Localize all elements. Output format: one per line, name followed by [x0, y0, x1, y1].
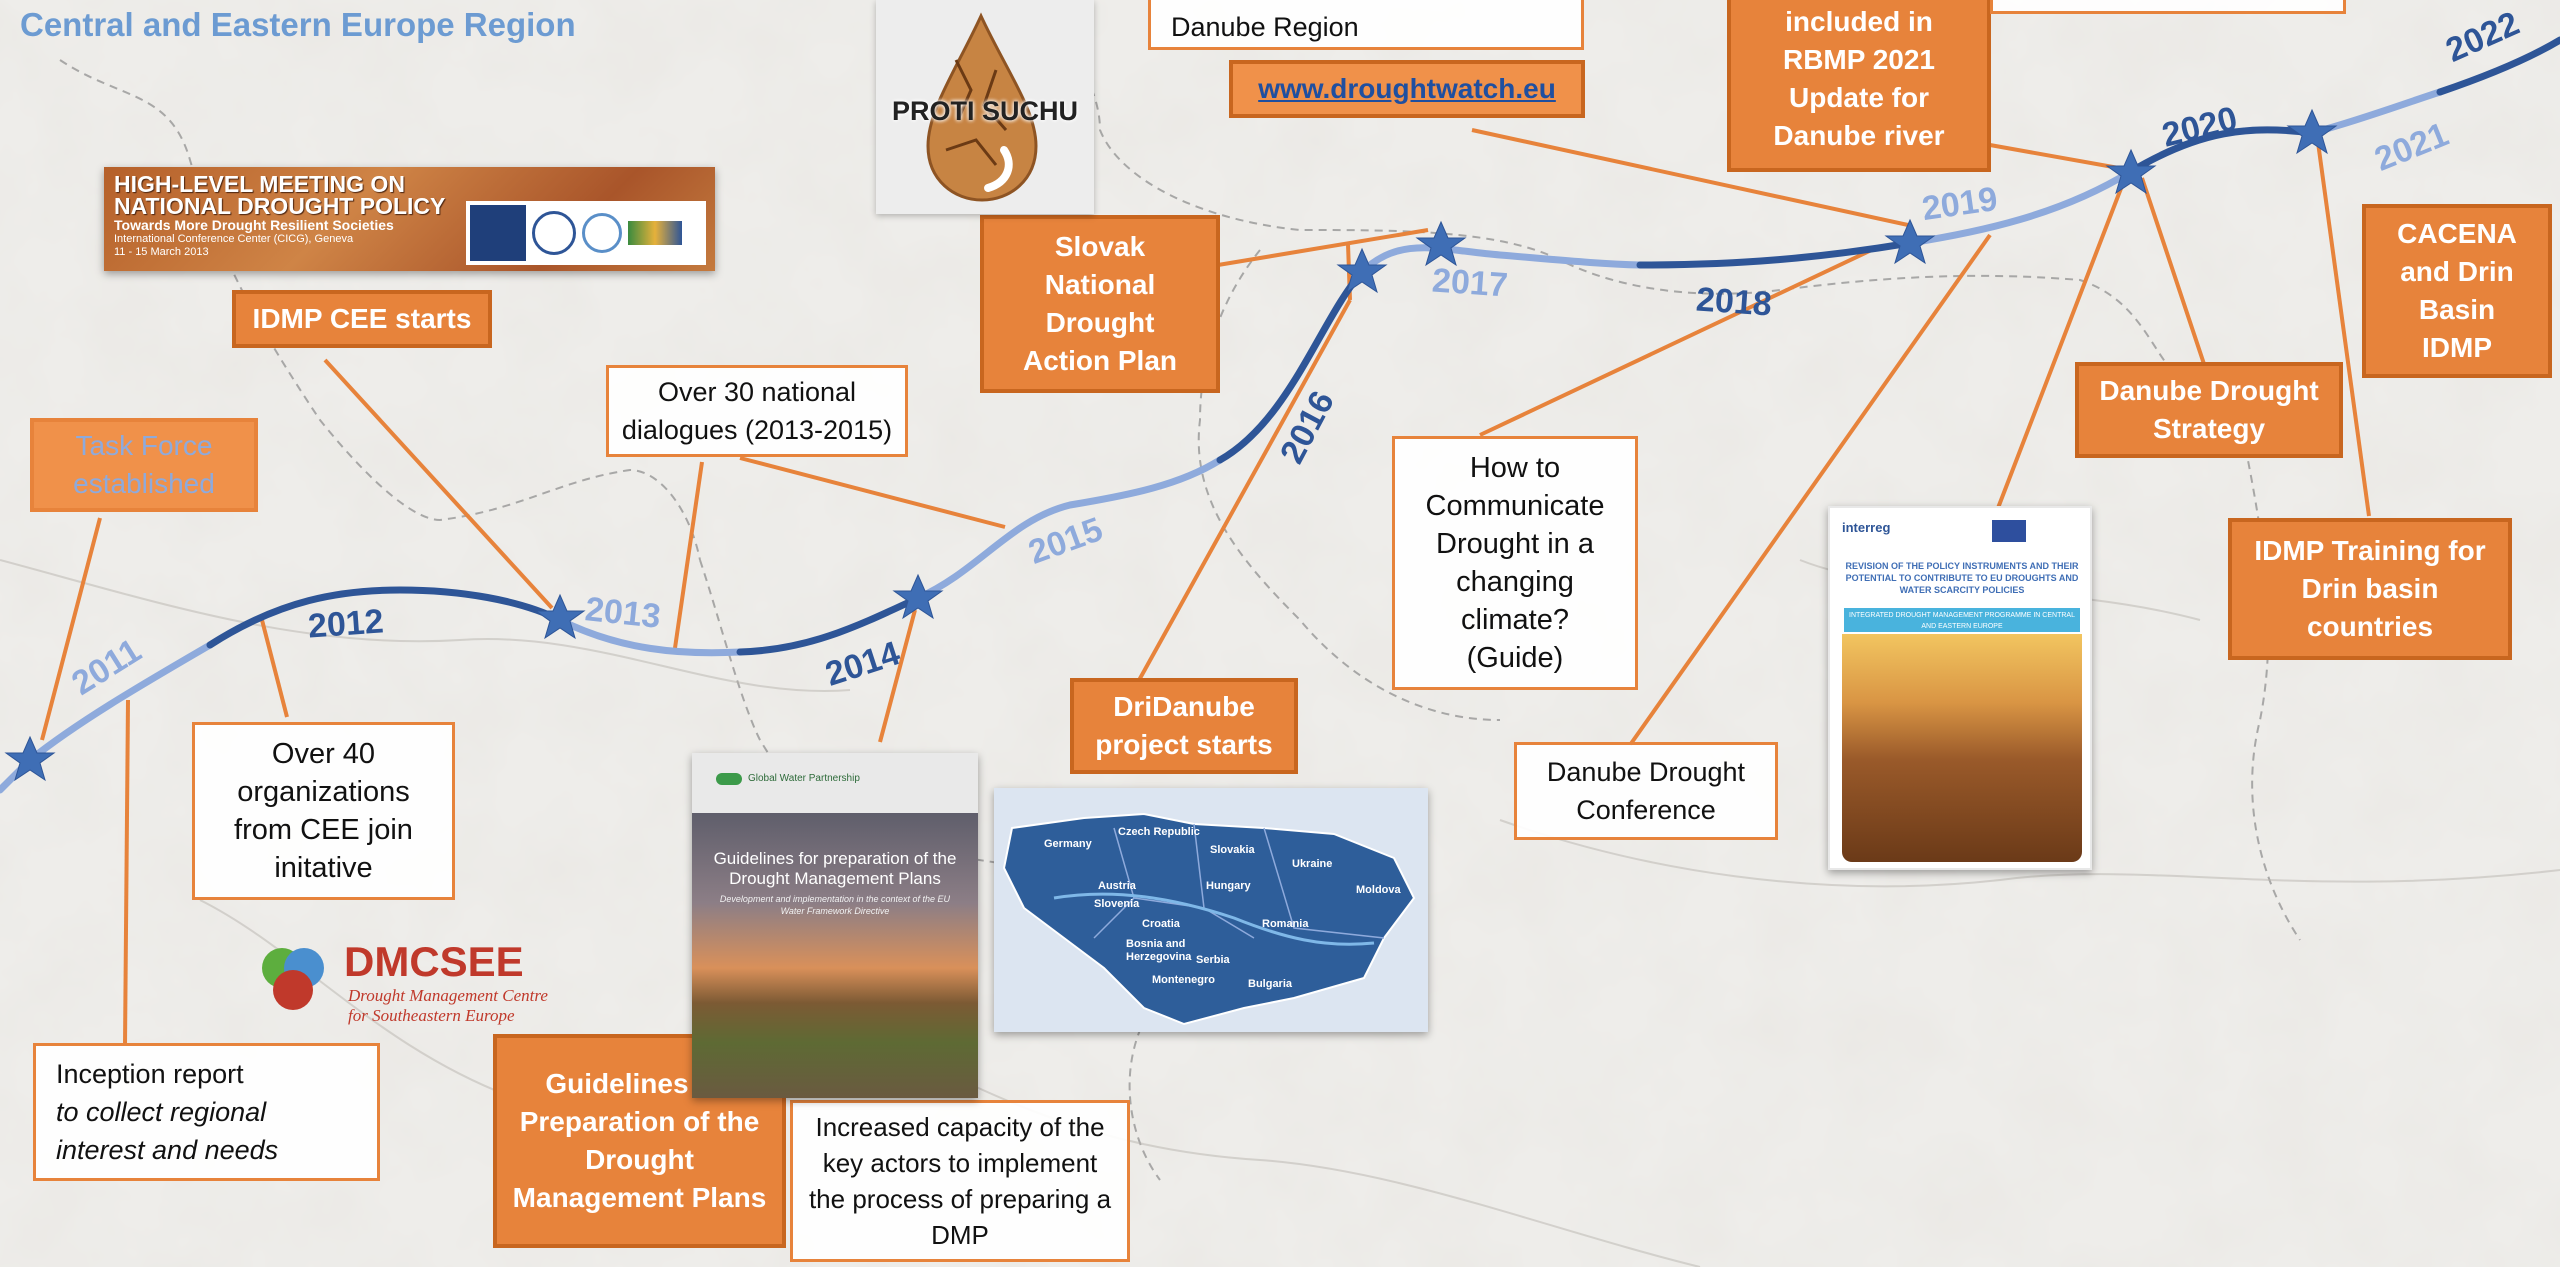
event-inception-report: Inception report to collect regional int… [33, 1043, 380, 1181]
map-country-moldova: Moldova [1356, 884, 1401, 896]
map-country-hungary: Hungary [1206, 880, 1251, 892]
danube-map-shape [1002, 812, 1416, 1026]
droughtwatch-link-box: www.droughtwatch.eu [1229, 60, 1585, 118]
event-danube-conference: Danube Drought Conference [1514, 742, 1778, 840]
policy-report-cover-image: interreg REVISION OF THE POLICY INSTRUME… [1828, 506, 2092, 870]
cracked-soil-photo [1842, 634, 2082, 862]
event-national-dialogues: Over 30 national dialogues (2013-2015) [606, 365, 908, 457]
proti-suchu-text: PROTI SUCHU [891, 96, 1078, 126]
guidelines-cover-title: Guidelines for preparation of the Drough… [713, 849, 957, 888]
event-task-force: Task Force established [30, 418, 258, 512]
rbmp-neighbor-box-edge [1990, 0, 2346, 14]
guidelines-cover-image: Global Water Partnership Guidelines for … [692, 753, 978, 1098]
hlm-dates: 11 - 15 March 2013 [114, 246, 209, 258]
map-country-ukraine: Ukraine [1292, 858, 1333, 870]
map-country-montenegro: Montenegro [1152, 974, 1215, 986]
unw-dpc-logo-icon [628, 221, 682, 245]
gwp-logo: Global Water Partnership [748, 773, 860, 784]
map-country-slovakia: Slovakia [1210, 844, 1255, 856]
map-country-bosnia-herzegovina: Bosnia and Herzegovina [1126, 938, 1192, 963]
dmcsee-subtitle-2: for Southeastern Europe [348, 1006, 515, 1025]
event-increased-capacity: Increased capacity of the key actors to … [790, 1100, 1130, 1262]
dmcsee-emblem-icon [262, 948, 324, 1010]
year-label-2017: 2017 [1430, 261, 1509, 305]
event-danube-strategy: Danube Drought Strategy [2075, 362, 2343, 458]
map-country-austria: Austria [1098, 880, 1136, 892]
event-slovak-action-plan: Slovak National Drought Action Plan [980, 215, 1220, 393]
wmo-logo-icon [470, 205, 526, 261]
fao-logo-icon [532, 211, 576, 255]
report-cover-subtitle: INTEGRATED DROUGHT MANAGEMENT PROGRAMME … [1844, 608, 2080, 632]
guidelines-cover-subtitle: Development and implementation in the co… [719, 894, 951, 916]
event-rbmp-update: included in RBMP 2021 Update for Danube … [1727, 0, 1991, 172]
unccd-logo-icon [582, 213, 622, 253]
event-danube-region-fragment: Danube Region [1148, 0, 1584, 50]
dmcsee-logo: DMCSEE Drought Management Centre for Sou… [256, 938, 548, 1025]
event-dridanube-start: DriDanube project starts [1070, 678, 1298, 774]
gwp-leaf-icon [716, 773, 742, 785]
event-idmp-training: IDMP Training for Drin basin countries [2228, 518, 2512, 660]
report-cover-title: REVISION OF THE POLICY INSTRUMENTS AND T… [1845, 561, 2079, 595]
map-country-romania: Romania [1262, 918, 1309, 930]
map-country-serbia: Serbia [1196, 954, 1230, 966]
map-country-slovenia: Slovenia [1094, 898, 1140, 910]
hlm-subtitle-2: International Conference Center (CICG), … [114, 233, 354, 245]
map-country-croatia: Croatia [1142, 918, 1180, 930]
high-level-meeting-banner: HIGH-LEVEL MEETING ON NATIONAL DROUGHT P… [104, 167, 715, 271]
danube-region-text: Danube Region [1171, 12, 1359, 42]
inception-subtitle: to collect regional interest and needs [56, 1097, 279, 1165]
dmcsee-name: DMCSEE [344, 938, 524, 985]
map-country-bulgaria: Bulgaria [1248, 978, 1293, 990]
water-drop-icon [926, 12, 1038, 202]
hlm-title-1: HIGH-LEVEL MEETING ON [114, 171, 405, 197]
page-title: Central and Eastern Europe Region [20, 6, 576, 43]
hlm-logo-strip [466, 201, 706, 265]
eu-flag-icon [1992, 520, 2026, 542]
interreg-logo: interreg [1842, 520, 1891, 535]
year-label-2012: 2012 [306, 602, 385, 646]
hlm-title-2: NATIONAL DROUGHT POLICY [114, 193, 446, 219]
dmcsee-subtitle-1: Drought Management Centre [348, 986, 548, 1005]
hlm-subtitle-1: Towards More Drought Resilient Societies [114, 217, 394, 233]
droughtwatch-link[interactable]: www.droughtwatch.eu [1258, 73, 1556, 104]
map-country-czech-republic: Czech Republic [1118, 826, 1200, 838]
inception-title: Inception report [56, 1059, 244, 1089]
event-cacena-drin: CACENA and Drin Basin IDMP [2362, 204, 2552, 378]
year-label-2013: 2013 [583, 590, 663, 636]
event-communicate-guide: How to Communicate Drought in a changing… [1392, 436, 1638, 690]
event-organizations: Over 40 organizations from CEE join init… [192, 722, 455, 900]
event-idmp-cee: IDMP CEE starts [232, 290, 492, 348]
year-label-2018: 2018 [1694, 280, 1773, 324]
proti-suchu-logo: PROTI SUCHU [876, 0, 1094, 214]
map-country-germany: Germany [1044, 838, 1092, 850]
danube-region-map: Germany Czech Republic Slovakia Ukraine … [994, 788, 1428, 1032]
